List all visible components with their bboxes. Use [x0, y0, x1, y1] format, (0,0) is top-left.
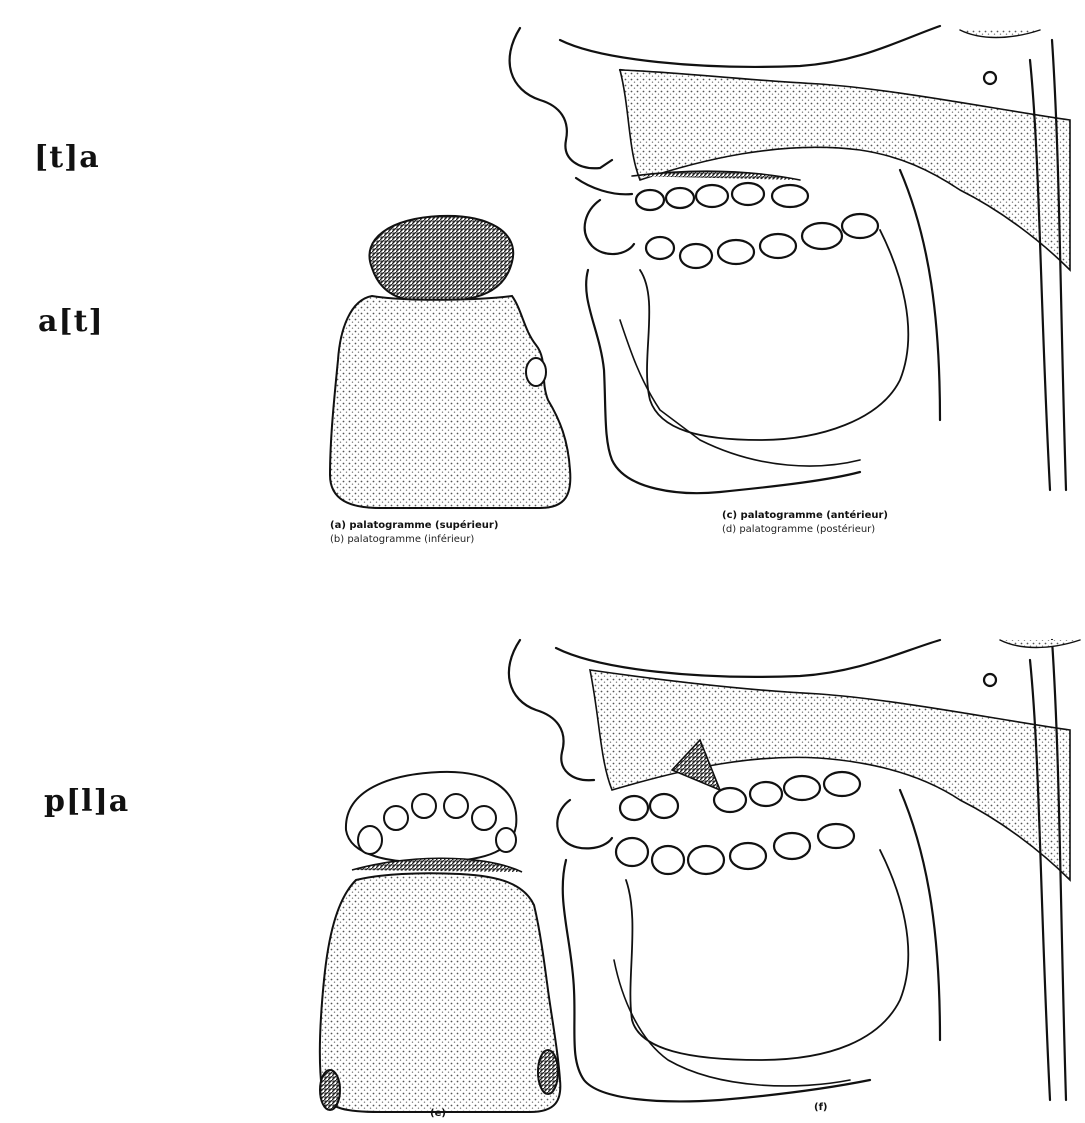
- bottom-upper-teeth: [620, 772, 860, 820]
- bottom-lower-teeth: [616, 824, 854, 874]
- caption-top-profile-1: (c) palatogramme (antérieur): [722, 509, 888, 521]
- bottom-tongue: [626, 850, 908, 1060]
- caption-top-profile-2: (d) palatogramme (postérieur): [722, 523, 875, 535]
- caption-bottom-profile: (f): [814, 1102, 828, 1113]
- bottom-palatogram-palate: [320, 873, 561, 1112]
- bottom-lips: [557, 800, 612, 848]
- top-chin: [586, 270, 860, 493]
- caption-top-palate-2: (b) palatogramme (inférieur): [330, 533, 474, 545]
- bottom-pharynx: [900, 790, 940, 1040]
- top-upper-teeth: [636, 183, 808, 210]
- top-hard-palate: [620, 70, 1070, 270]
- top-nasal-cavity: [560, 26, 940, 67]
- top-face-outline: [510, 28, 612, 168]
- top-palatogram: [330, 216, 570, 508]
- caption-bottom-palate: (e): [430, 1108, 446, 1119]
- top-tongue: [640, 230, 908, 440]
- bottom-chin: [563, 860, 870, 1101]
- bottom-face-outline: [509, 640, 594, 780]
- bottom-sagittal-profile: [509, 640, 1080, 1101]
- caption-top-palate-1: (a) palatogramme (supérieur): [330, 519, 498, 531]
- bottom-nasal-cavity: [556, 640, 940, 677]
- top-pharynx: [900, 170, 940, 420]
- top-lips: [585, 200, 634, 254]
- bottom-palatogram: [320, 772, 561, 1112]
- top-lower-teeth: [646, 214, 878, 268]
- top-palatogram-teeth: [369, 216, 513, 302]
- top-sagittal-profile: [510, 26, 1070, 493]
- top-palatogram-palate: [330, 296, 570, 508]
